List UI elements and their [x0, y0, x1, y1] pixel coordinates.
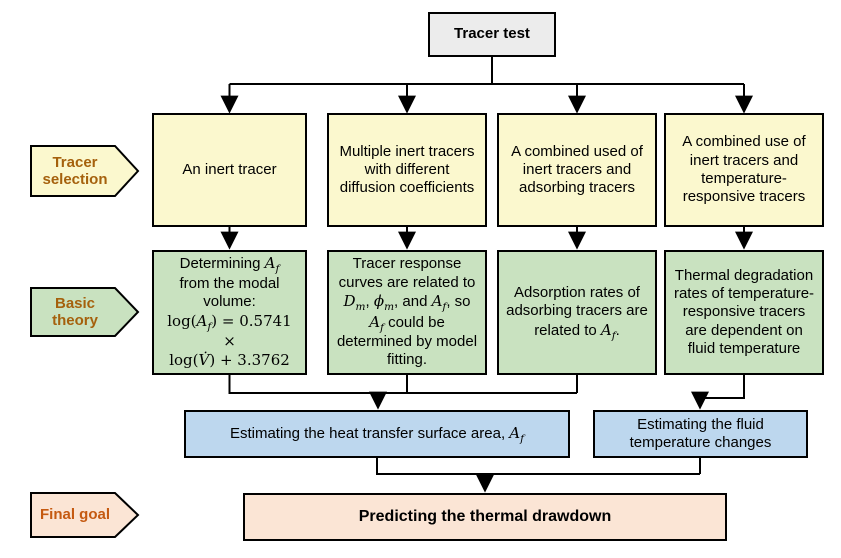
stage-label-basic-theory: Basic theory: [30, 287, 140, 337]
final-goal-box: Predicting the thermal drawdown: [243, 493, 727, 541]
estimation-box-heat-transfer-area: Estimating the heat transfer surface are…: [184, 410, 570, 458]
basic-theory-box-3-text: Adsorption rates of adsorbing tracers ar…: [506, 283, 648, 342]
stage-label-tracer-selection: Tracer selection: [30, 145, 140, 197]
stage-label-text: Final goal: [39, 506, 110, 524]
estimation-box-fluid-temperature-text: Estimating the fluid temperature changes: [629, 415, 772, 451]
tracer-selection-box-2-text: Multiple inert tracers with different di…: [339, 142, 475, 197]
stage-arrow-shape: [30, 287, 140, 337]
basic-theory-box-4-text: Thermal degradation rates of temperature…: [673, 266, 815, 357]
connector-theory-merge: [228, 375, 578, 394]
tracer-selection-box-4: A combined use of inert tracers and temp…: [664, 113, 824, 227]
tracer-selection-box-1-text: An inert tracer: [182, 160, 277, 178]
tracer-selection-box-4-text: A combined use of inert tracers and temp…: [682, 133, 806, 206]
stage-label-text: Basic theory: [52, 294, 98, 329]
stage-label-text: Tracer selection: [42, 153, 108, 188]
tracer-test-box: Tracer test: [428, 12, 556, 57]
stage-label-final-goal: Final goal: [30, 492, 140, 538]
estimation-box-heat-transfer-area-text: Estimating the heat transfer surface are…: [229, 423, 525, 445]
basic-theory-box-4: Thermal degradation rates of temperature…: [664, 250, 824, 375]
basic-theory-box-3: Adsorption rates of adsorbing tracers ar…: [497, 250, 657, 375]
tracer-selection-box-3-text: A combined used of inert tracers and ads…: [511, 142, 643, 197]
stage-arrow-shape: [30, 145, 140, 197]
tracer-selection-box-1: An inert tracer: [152, 113, 307, 227]
tracer-selection-box-2: Multiple inert tracers with different di…: [327, 113, 487, 227]
basic-theory-box-2: Tracer response curves are related to Dm…: [327, 250, 487, 375]
estimation-box-fluid-temperature: Estimating the fluid temperature changes: [593, 410, 808, 458]
connector-estimation-merge: [376, 458, 701, 475]
basic-theory-box-2-text: Tracer response curves are related to Dm…: [336, 255, 478, 369]
stage-arrow-shape: [30, 492, 140, 538]
tracer-selection-box-3: A combined used of inert tracers and ads…: [497, 113, 657, 227]
connector-theory4-jog: [700, 375, 745, 399]
